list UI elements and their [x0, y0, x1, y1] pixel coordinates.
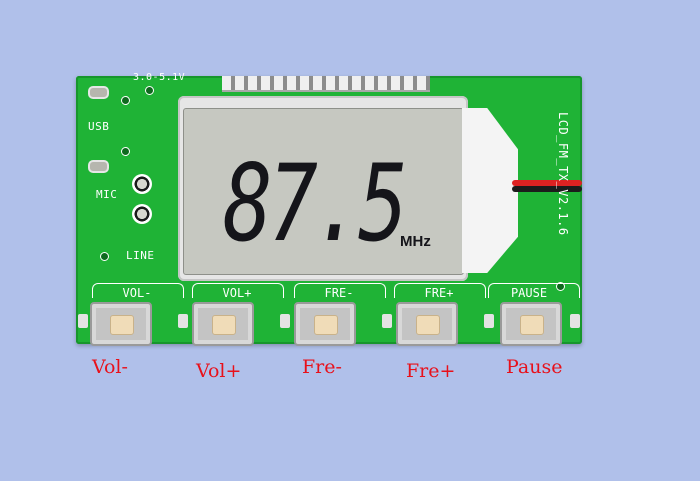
black-wire — [512, 186, 582, 192]
vol-minus-button[interactable] — [90, 302, 152, 346]
fre-minus-button[interactable] — [294, 302, 356, 346]
frequency-unit: MHz — [400, 233, 431, 250]
mic-label: MIC — [96, 188, 118, 201]
via — [100, 252, 109, 261]
vol-plus-button[interactable] — [192, 302, 254, 346]
solder-pad — [570, 314, 580, 328]
via — [121, 147, 130, 156]
lcd-display — [183, 108, 464, 275]
button-cap — [416, 315, 440, 335]
fre-plus-board-label: FRE+ — [424, 286, 454, 300]
button-cap — [110, 315, 134, 335]
usb-label: USB — [88, 120, 110, 133]
vol-plus-caption: Vol+ — [196, 360, 242, 382]
vol-minus-caption: Vol- — [92, 356, 128, 378]
frequency-readout: 87.5 — [223, 142, 408, 265]
button-frame — [394, 283, 486, 298]
via — [121, 96, 130, 105]
solder-pad — [382, 314, 392, 328]
pause-caption: Pause — [506, 356, 563, 378]
fre-plus-button[interactable] — [396, 302, 458, 346]
voltage-label: 3.0-5.1V — [133, 72, 186, 83]
solder-pad — [484, 314, 494, 328]
red-wire — [512, 180, 582, 186]
button-cap — [520, 315, 544, 335]
button-cap — [212, 315, 236, 335]
button-frame — [488, 283, 580, 298]
solder-pad — [280, 314, 290, 328]
via — [145, 86, 154, 95]
fre-minus-board-label: FRE- — [324, 286, 354, 300]
solder-pad — [178, 314, 188, 328]
power-wires — [512, 180, 582, 194]
fre-plus-caption: Fre+ — [406, 360, 456, 382]
board-version-label: LCD_FM_TX_V2.1.6 — [556, 112, 570, 236]
button-frame — [294, 283, 386, 298]
mic-pad — [88, 160, 109, 173]
usb-pad — [88, 86, 109, 99]
pause-button[interactable] — [500, 302, 562, 346]
pin-header — [222, 76, 430, 92]
vol-minus-board-label: VOL- — [122, 286, 152, 300]
solder-pad — [78, 314, 88, 328]
button-cap — [314, 315, 338, 335]
mic-hole — [132, 204, 152, 224]
vol-plus-board-label: VOL+ — [222, 286, 252, 300]
line-label: LINE — [126, 249, 155, 262]
pause-board-label: PAUSE — [510, 286, 548, 300]
mic-hole — [132, 174, 152, 194]
via — [556, 282, 565, 291]
button-frame — [92, 283, 184, 298]
fre-minus-caption: Fre- — [302, 356, 342, 378]
button-frame — [192, 283, 284, 298]
